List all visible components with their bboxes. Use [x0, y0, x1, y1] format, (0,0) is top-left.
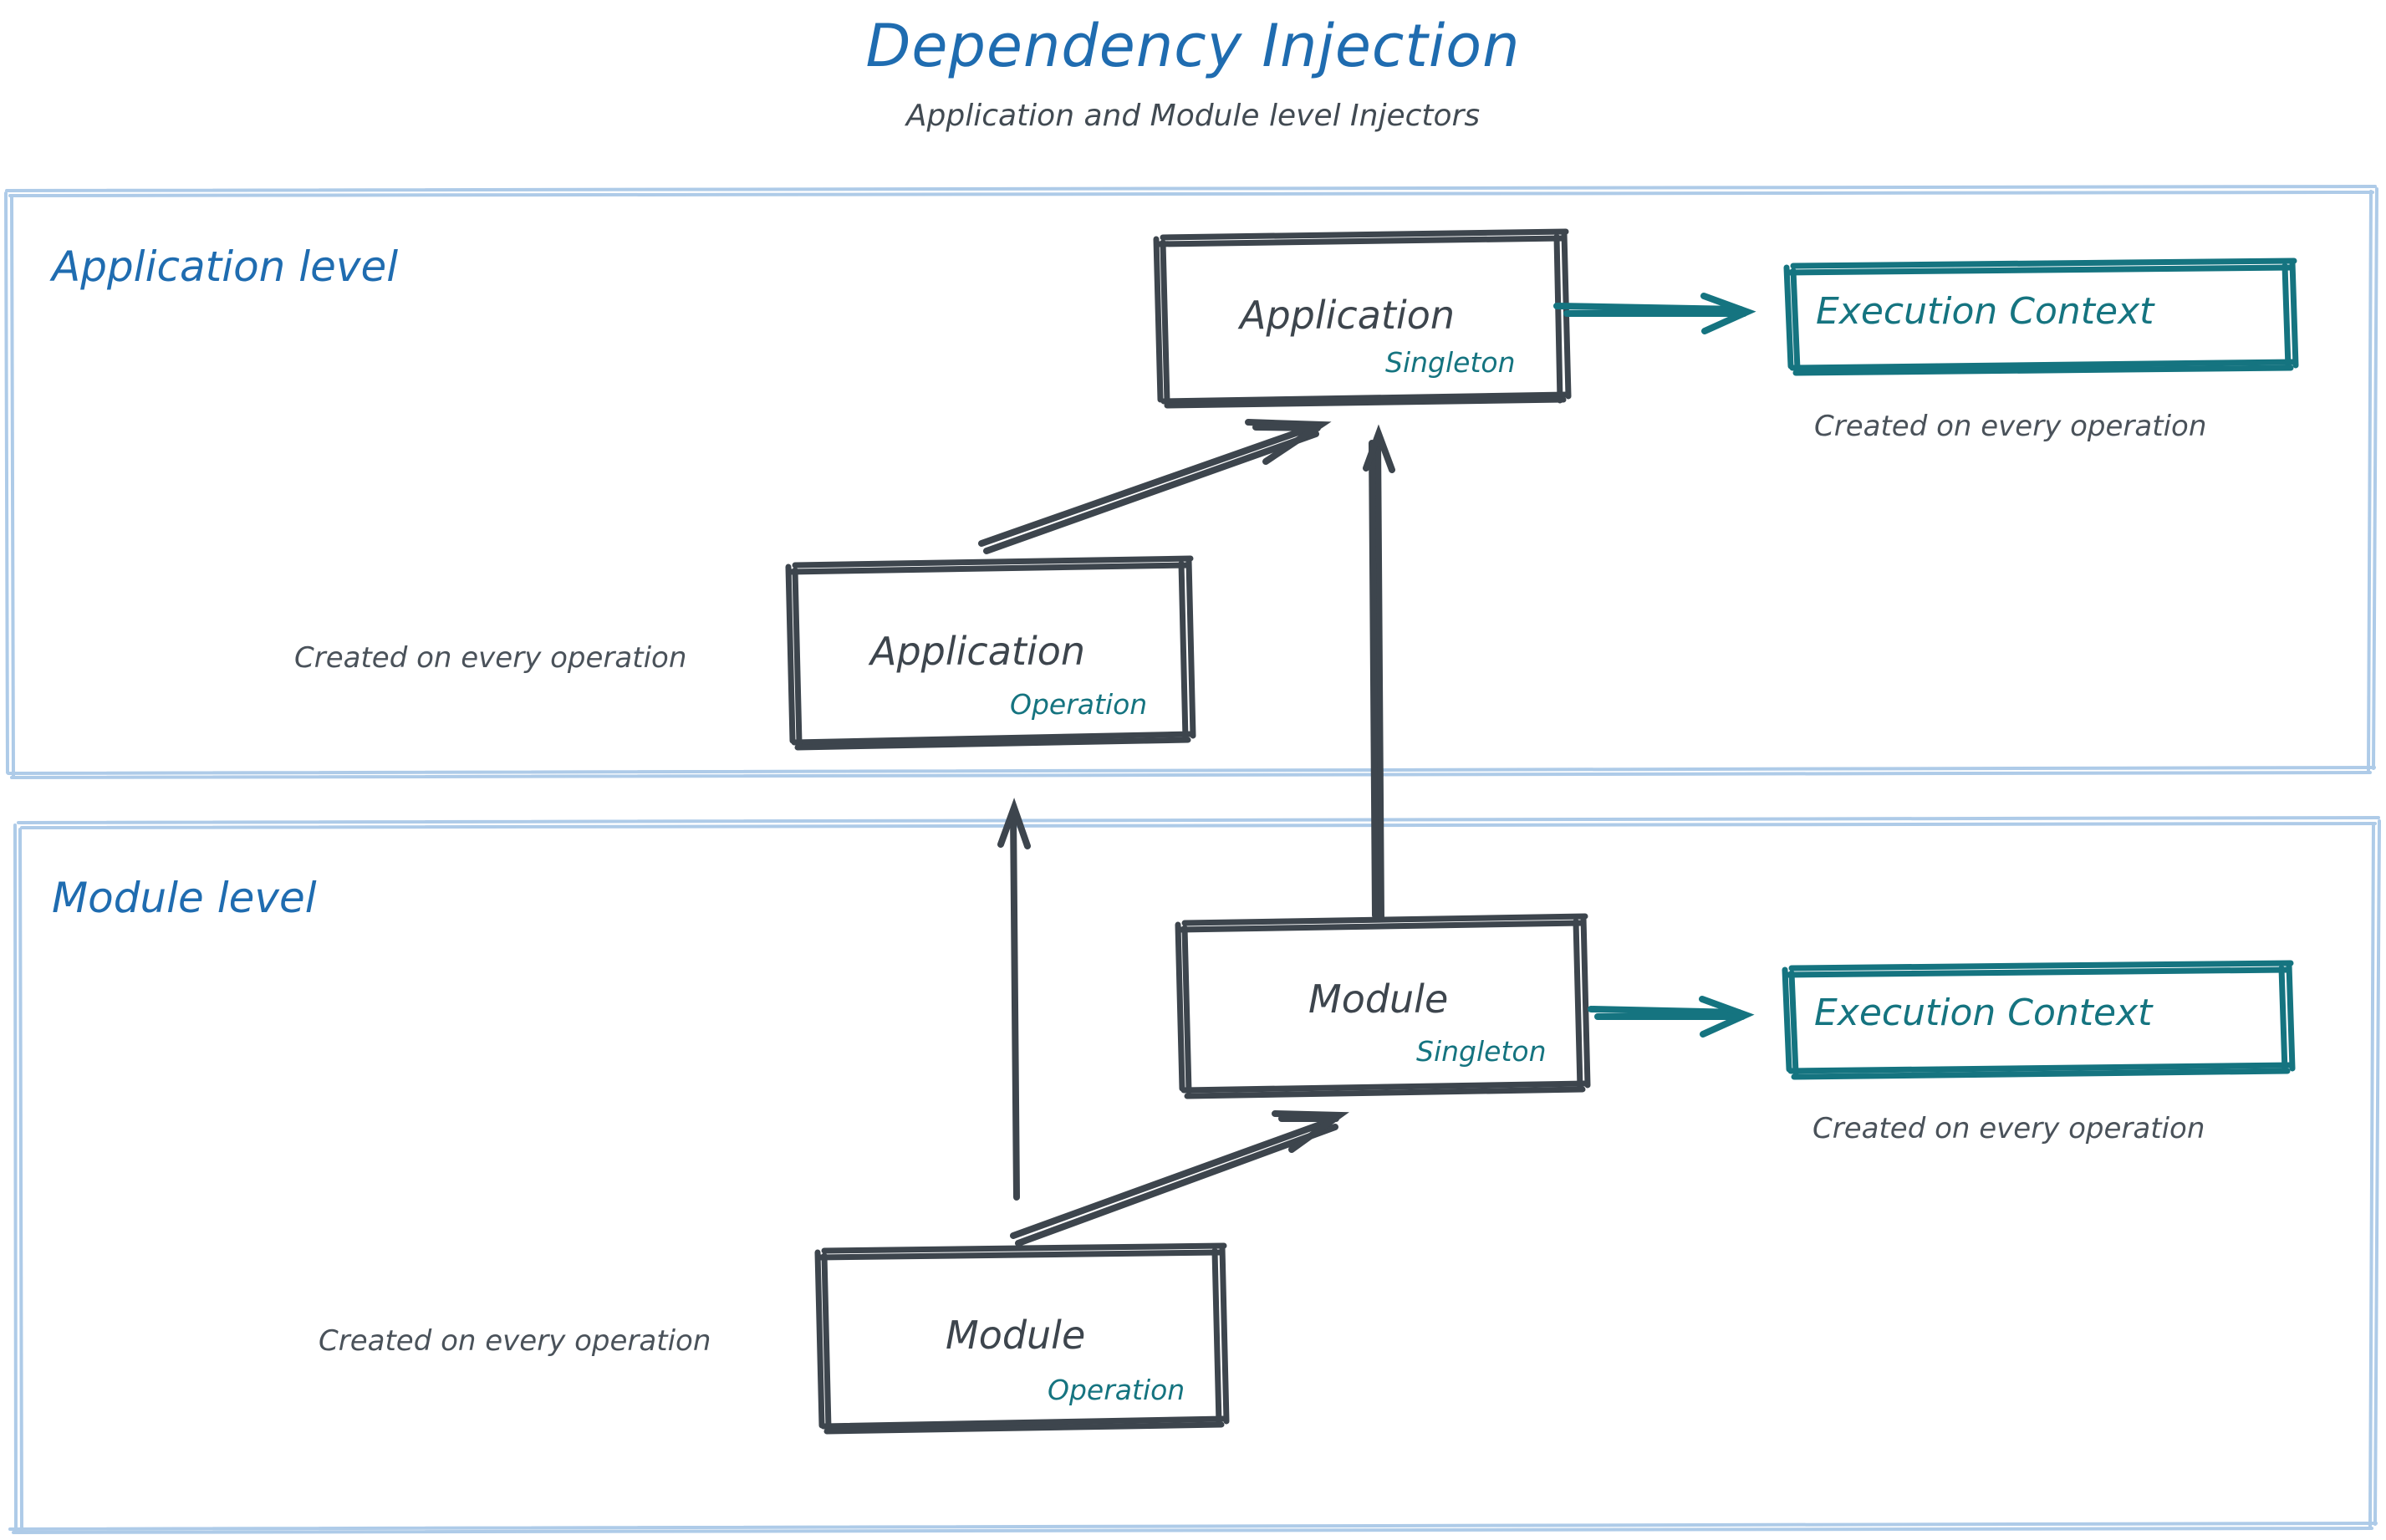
panel-application-level-frame — [4, 185, 2378, 779]
page-title: Dependency Injection — [865, 12, 1521, 80]
application-operation-tag: Operation — [1010, 688, 1148, 721]
module-operation-box[interactable] — [814, 1242, 1230, 1435]
panel-label-application-level: Application level — [52, 242, 399, 291]
application-operation-title: Application — [870, 629, 1086, 674]
edge-app-singleton-to-execution-context — [1553, 293, 1756, 334]
panel-module-level-frame — [8, 816, 2381, 1534]
page-subtitle: Application and Module level Injectors — [905, 99, 1481, 133]
application-execution-context-box[interactable] — [1783, 258, 2299, 376]
module-execution-context-title: Execution Context — [1814, 992, 2153, 1034]
module-execution-context-caption: Created on every operation — [1812, 1112, 2205, 1145]
module-singleton-tag: Singleton — [1416, 1035, 1547, 1068]
module-operation-caption: Created on every operation — [319, 1324, 711, 1358]
panel-label-module-level: Module level — [52, 874, 317, 922]
module-operation-tag: Operation — [1048, 1374, 1185, 1406]
edge-app-operation-to-app-singleton — [978, 419, 1332, 554]
application-operation-caption: Created on every operation — [294, 641, 687, 675]
module-singleton-title: Module — [1308, 977, 1449, 1022]
module-operation-title: Module — [946, 1313, 1086, 1358]
application-execution-context-title: Execution Context — [1816, 290, 2154, 333]
module-singleton-box[interactable] — [1175, 913, 1591, 1099]
edge-module-singleton-to-execution-context — [1588, 996, 1755, 1038]
application-singleton-title: Application — [1240, 293, 1456, 338]
application-operation-box[interactable] — [785, 555, 1196, 751]
edge-module-operation-to-module-singleton — [1010, 1110, 1349, 1247]
application-execution-context-caption: Created on every operation — [1814, 410, 2207, 443]
edge-module-operation-to-application-operation — [997, 798, 1031, 1201]
application-singleton-tag: Singleton — [1385, 346, 1516, 379]
module-execution-context-box[interactable] — [1782, 960, 2296, 1080]
edge-module-singleton-to-application-singleton — [1363, 424, 1395, 921]
